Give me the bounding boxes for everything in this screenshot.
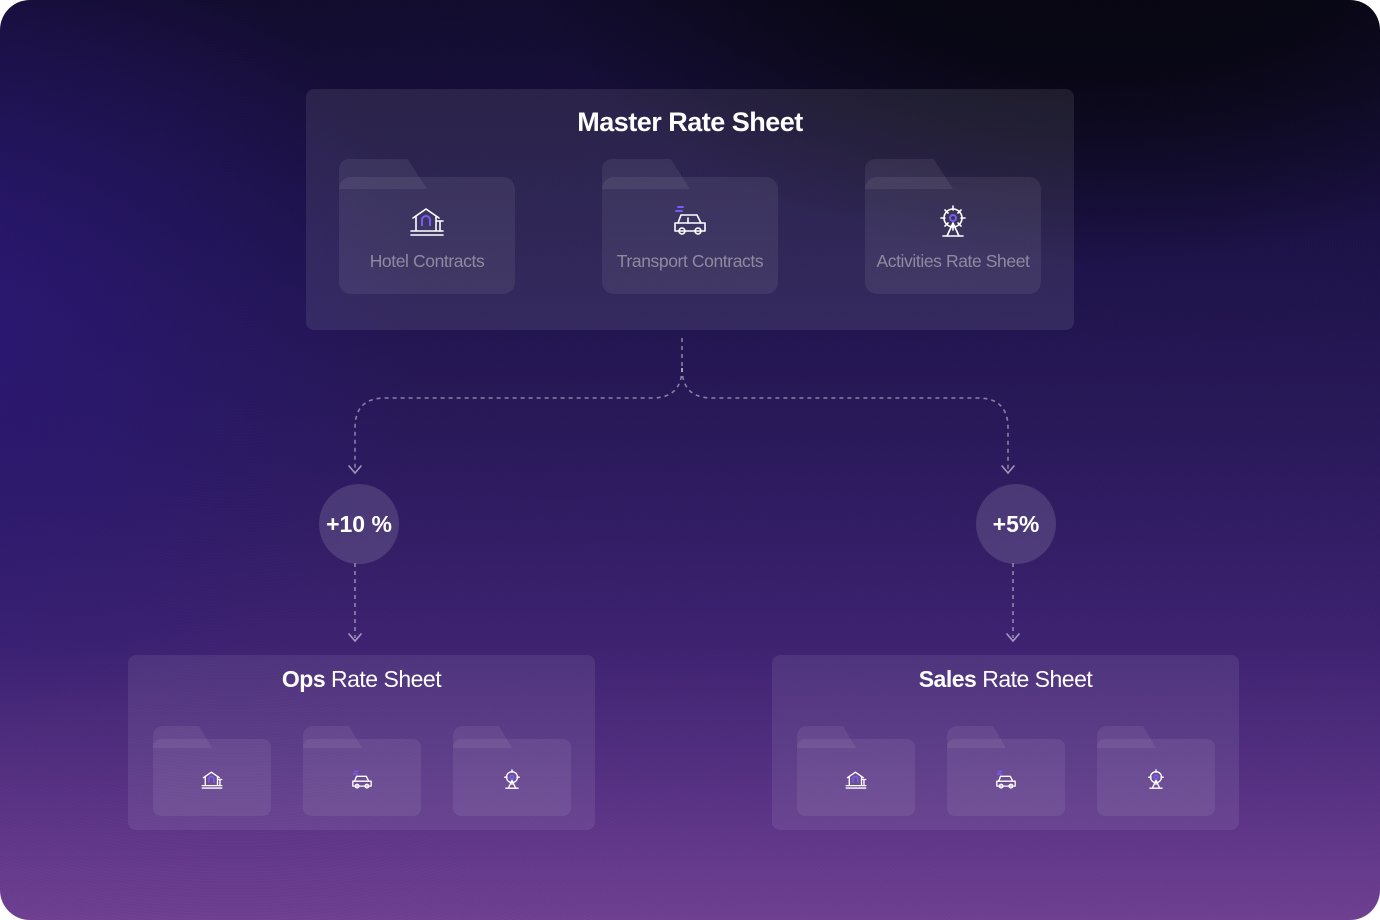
folder-label: Transport Contracts (616, 251, 764, 271)
folder-body (303, 739, 421, 816)
car-icon (674, 206, 706, 235)
folder-body (797, 739, 915, 816)
ops-folder-activities[interactable] (453, 726, 571, 816)
ferris-wheel-icon (503, 769, 521, 789)
car-icon (352, 770, 372, 789)
ferris-wheel-icon (1147, 769, 1165, 789)
master-rate-sheet-panel (306, 89, 1074, 330)
folder-body (453, 739, 571, 816)
markup-badge-sales: +5% (976, 484, 1056, 564)
hotel-icon (201, 771, 223, 789)
folder-hotel-contracts[interactable]: Hotel Contracts (339, 159, 515, 294)
ops-title-bold: Ops (281, 666, 326, 692)
folder-label: Activities Rate Sheet (876, 251, 1030, 271)
folder-body (1097, 739, 1215, 816)
folder-tab (947, 726, 1006, 748)
folder-tab (303, 726, 362, 748)
sales-folder-hotel[interactable] (797, 726, 915, 816)
folder-tab (1097, 726, 1156, 748)
folder-transport-contracts[interactable]: Transport Contracts (602, 159, 778, 294)
markup-badge-ops: +10 % (319, 484, 399, 564)
ops-rate-sheet-panel (128, 655, 595, 830)
folder-body (153, 739, 271, 816)
master-title: Master Rate Sheet (577, 107, 803, 137)
connector-left (354, 367, 683, 470)
ferris-wheel-icon (940, 205, 966, 237)
ops-panel-title: Ops Rate Sheet (128, 666, 595, 693)
arrowhead-right-bottom (1006, 633, 1020, 643)
sales-title-bold: Sales (918, 666, 977, 692)
arrowhead-left-top (348, 465, 362, 475)
folder-tab (153, 726, 212, 748)
folder-body (947, 739, 1065, 816)
ops-folder-hotel[interactable] (153, 726, 271, 816)
car-icon (996, 770, 1016, 789)
folder-label: Hotel Contracts (369, 251, 485, 271)
sales-title-rest: Rate Sheet (976, 666, 1093, 692)
arrowhead-right-top (1001, 465, 1015, 475)
sales-rate-sheet-panel (772, 655, 1239, 830)
sales-folder-activities[interactable] (1097, 726, 1215, 816)
folder-body (602, 177, 778, 294)
connector-right (681, 367, 1009, 470)
hotel-icon (845, 771, 867, 789)
folder-tab (797, 726, 856, 748)
folder-activities-rate-sheet[interactable]: Activities Rate Sheet (865, 159, 1041, 294)
ops-title-rest: Rate Sheet (325, 666, 442, 692)
hotel-icon (410, 208, 444, 236)
sales-folder-transport[interactable] (947, 726, 1065, 816)
ops-folder-transport[interactable] (303, 726, 421, 816)
folder-tab (453, 726, 512, 748)
sales-panel-title: Sales Rate Sheet (772, 666, 1239, 693)
arrowhead-left-bottom (348, 633, 362, 643)
